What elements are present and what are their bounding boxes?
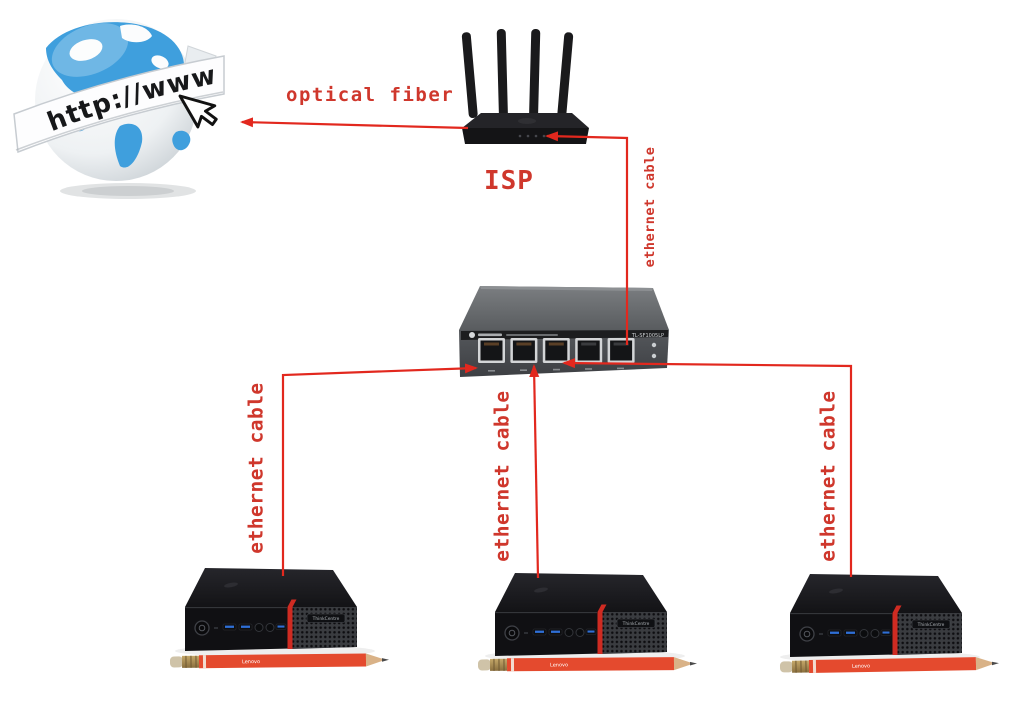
switch-text-bar2 bbox=[506, 334, 558, 336]
pc-red-stripe bbox=[892, 613, 898, 655]
thinkcentre-badge bbox=[616, 618, 656, 628]
pencil-wood bbox=[365, 653, 383, 667]
pencil-eraser bbox=[477, 659, 492, 671]
pencil-brand-text: Lenovo bbox=[550, 662, 568, 668]
pencil-body bbox=[506, 657, 675, 672]
switch-port-ticks bbox=[488, 367, 624, 372]
rj45-port-2 bbox=[510, 338, 538, 363]
ethernet-cable-label-pc2: ethernet cable bbox=[490, 390, 514, 562]
ethernet-cable-label-pc1: ethernet cable bbox=[244, 382, 268, 554]
pc-front-ports bbox=[799, 626, 892, 642]
switch-leds bbox=[651, 342, 657, 359]
switch-model-text: TL-SF1005LP bbox=[631, 333, 664, 339]
pc-front-ports bbox=[194, 620, 287, 636]
pencil-brand-text: Lenovo bbox=[852, 663, 870, 669]
pencil-body bbox=[808, 657, 977, 673]
switch-front-strip bbox=[461, 330, 668, 340]
pencil-2: Lenovo bbox=[477, 657, 697, 672]
mini-pc-2: ThinkCentre bbox=[485, 573, 685, 662]
rj45-port-3 bbox=[542, 338, 570, 363]
lenovo-logo-mark bbox=[224, 582, 238, 588]
cursor-icon bbox=[178, 94, 218, 129]
globe-gloss bbox=[51, 23, 129, 77]
pencil-wood bbox=[975, 657, 992, 671]
pencil-brand-text: Lenovo bbox=[242, 659, 260, 665]
thinkcentre-badge-text: ThinkCentre bbox=[312, 616, 340, 622]
mini-pc-1: ThinkCentre bbox=[175, 568, 375, 657]
optical-fiber-line bbox=[240, 117, 469, 130]
thinkcentre-badge bbox=[911, 619, 951, 629]
pencil-band bbox=[202, 655, 207, 669]
pencil-tip bbox=[689, 661, 697, 666]
pencil-wood bbox=[673, 657, 691, 671]
pc-red-stripe bbox=[287, 607, 293, 649]
ethernet-cable-label-router: ethernet cable bbox=[642, 146, 658, 268]
tp-link-logo bbox=[518, 118, 536, 124]
pc-grille bbox=[897, 613, 962, 655]
pencil-band bbox=[510, 658, 515, 672]
ethernet-line-router-switch bbox=[545, 131, 629, 345]
lenovo-logo-mark bbox=[829, 588, 843, 594]
pc-top-face bbox=[185, 568, 357, 607]
globe-landmass-white bbox=[69, 24, 169, 69]
connection-lines bbox=[240, 117, 853, 579]
pc-red-stripe-top bbox=[892, 605, 902, 613]
pencil-tip bbox=[991, 661, 999, 666]
switch-ports bbox=[478, 338, 635, 363]
globe-shadow-core bbox=[82, 186, 174, 196]
ethernet-line-pc3-switch bbox=[562, 358, 853, 577]
thinkcentre-badge-text: ThinkCentre bbox=[622, 621, 650, 627]
isp-label: ISP bbox=[484, 166, 534, 196]
ethernet-line-pc1-switch bbox=[281, 363, 478, 576]
lenovo-logo-mark bbox=[534, 587, 548, 593]
pencil-eraser bbox=[169, 656, 184, 668]
optical-fiber-label: optical fiber bbox=[286, 84, 455, 106]
thinkcentre-badge bbox=[306, 613, 346, 623]
internet-globe: http://www bbox=[13, 19, 225, 199]
ethernet-cable-label-pc3: ethernet cable bbox=[816, 390, 840, 562]
pc-front-ports bbox=[504, 625, 597, 641]
pencil-body bbox=[198, 653, 367, 669]
pc-red-stripe-top bbox=[597, 604, 607, 612]
network-switch: TL-SF1005LP bbox=[459, 286, 669, 377]
mini-pc-3: ThinkCentre bbox=[780, 574, 980, 663]
pc-red-stripe-top bbox=[287, 599, 297, 607]
pencil-eraser bbox=[779, 661, 794, 673]
pencil-tip bbox=[381, 658, 389, 662]
switch-top-face bbox=[459, 286, 669, 330]
rj45-port-1 bbox=[478, 338, 505, 363]
tp-link-logo bbox=[469, 332, 475, 338]
pc-top-face bbox=[495, 573, 667, 612]
ethernet-line-pc2-switch bbox=[529, 364, 540, 579]
pc-grille bbox=[602, 612, 667, 654]
pc-red-stripe bbox=[597, 612, 603, 654]
pencil-3: Lenovo bbox=[779, 657, 999, 673]
rj45-port-4 bbox=[575, 338, 603, 363]
switch-text-bar bbox=[478, 333, 502, 337]
router-antennas bbox=[461, 29, 574, 119]
pc-top-face bbox=[790, 574, 962, 613]
pc-grille bbox=[292, 607, 357, 649]
pencil-band bbox=[812, 659, 817, 673]
pencil-1: Lenovo bbox=[169, 653, 389, 669]
isp-router bbox=[461, 29, 589, 144]
rj45-port-5 bbox=[607, 338, 635, 363]
thinkcentre-badge-text: ThinkCentre bbox=[917, 622, 945, 628]
switch-top-edge bbox=[480, 286, 653, 291]
